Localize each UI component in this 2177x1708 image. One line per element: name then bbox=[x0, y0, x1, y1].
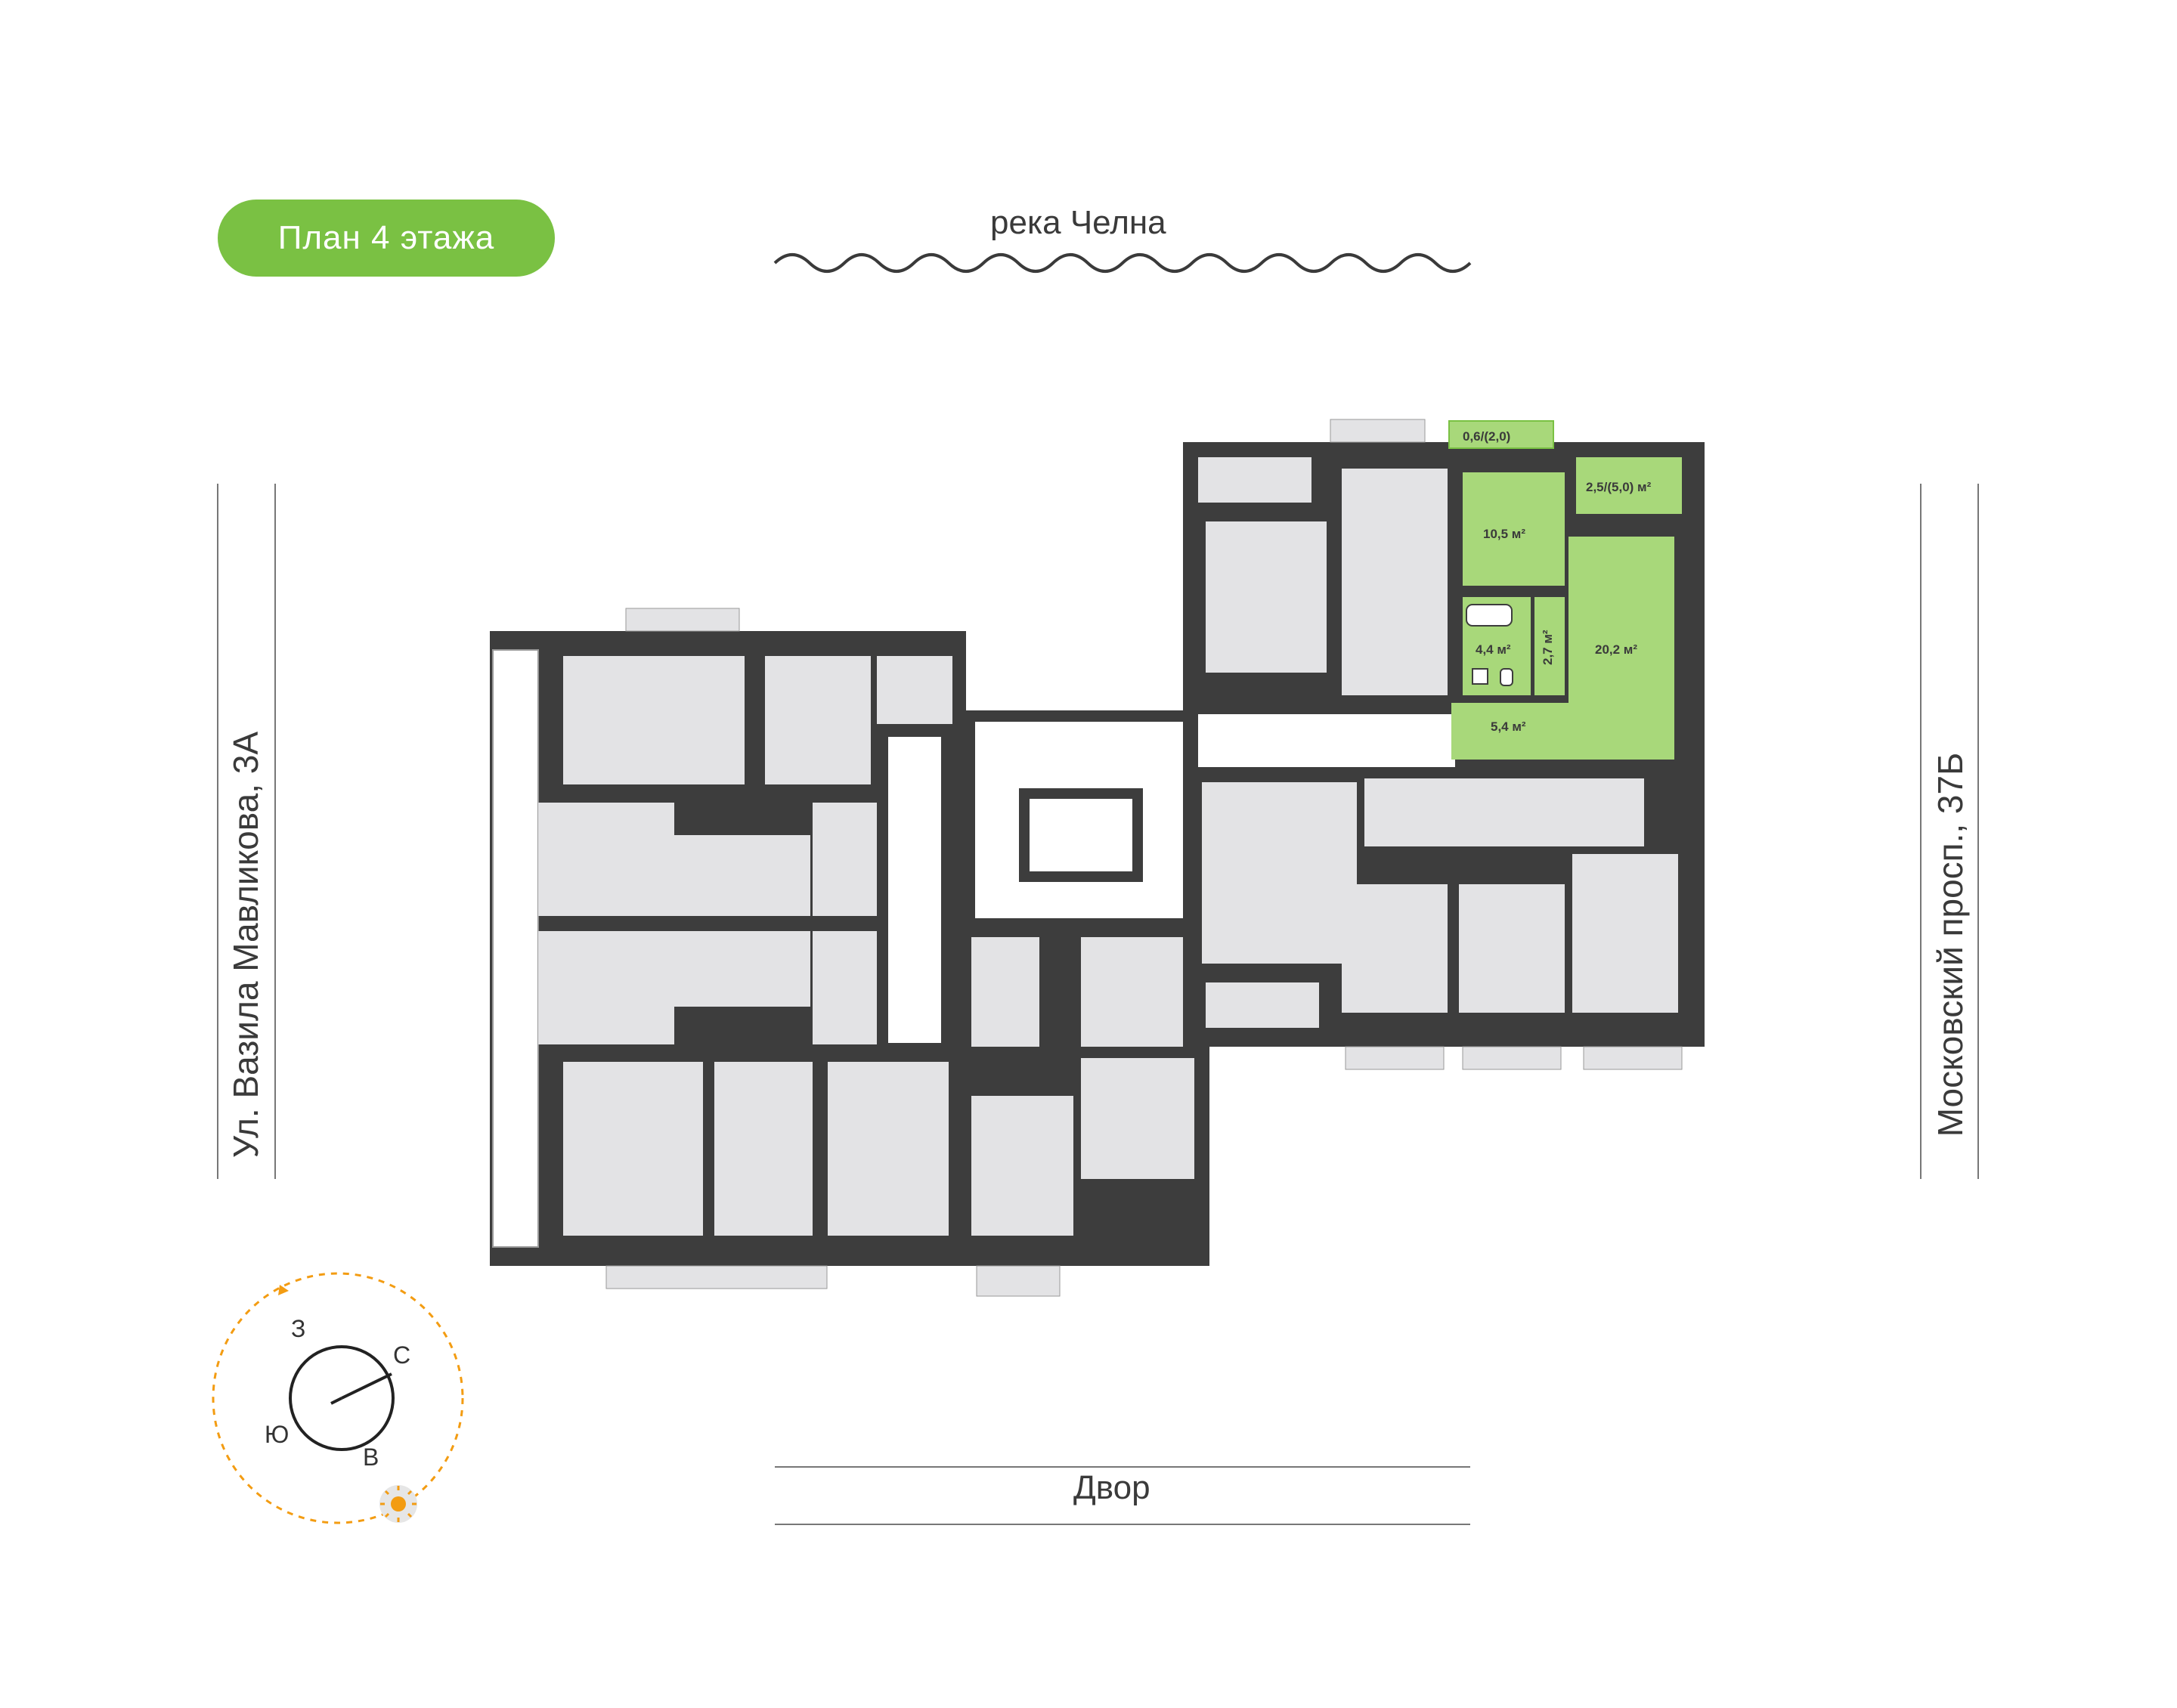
balcony bbox=[625, 608, 740, 632]
highlighted-apartment: 0,6/(2,0) 2,5/(5,0) м² 10,5 м² 4,4 м² 2,… bbox=[1448, 420, 1682, 760]
room bbox=[1081, 937, 1194, 1047]
room bbox=[971, 1096, 1073, 1236]
corridor bbox=[975, 631, 1157, 684]
room bbox=[1364, 778, 1644, 846]
sun-icon bbox=[391, 1496, 406, 1512]
river-wave bbox=[773, 253, 1472, 273]
area-room-1: 10,5 м² bbox=[1483, 527, 1525, 541]
corridor bbox=[1198, 714, 1455, 767]
apt-balcony-small bbox=[1448, 420, 1554, 449]
room bbox=[1206, 982, 1319, 1028]
area-bath: 4,4 м² bbox=[1476, 642, 1511, 657]
balcony bbox=[1583, 1046, 1683, 1070]
balcony bbox=[605, 1265, 828, 1289]
room bbox=[1342, 884, 1448, 1013]
yard-label: Двор bbox=[1073, 1469, 1150, 1506]
yard-line-top bbox=[775, 1466, 1470, 1468]
central-core bbox=[960, 631, 1209, 1297]
compass bbox=[212, 1272, 464, 1524]
room bbox=[674, 835, 810, 916]
room bbox=[1459, 884, 1565, 1013]
compass-south: Ю bbox=[265, 1421, 290, 1448]
right-street-line-1 bbox=[1920, 484, 1922, 1179]
area-balcony-small: 0,6/(2,0) bbox=[1463, 429, 1510, 444]
bathtub-icon bbox=[1466, 604, 1513, 627]
floor-title-badge: План 4 этажа bbox=[218, 200, 555, 277]
sun-rays-icon bbox=[380, 1486, 417, 1522]
apt-hall bbox=[1451, 703, 1568, 760]
river-label: река Челна bbox=[990, 204, 1166, 241]
room bbox=[538, 803, 674, 916]
left-wing bbox=[490, 608, 966, 1289]
room bbox=[538, 931, 674, 1044]
balcony bbox=[1330, 419, 1426, 443]
room bbox=[1342, 469, 1448, 695]
room bbox=[714, 1062, 813, 1236]
left-street-line-1 bbox=[217, 484, 218, 1179]
left-street-line-2 bbox=[274, 484, 276, 1179]
room bbox=[813, 803, 877, 916]
area-balcony-large: 2,5/(5,0) м² bbox=[1586, 480, 1652, 494]
sun-path-arrow-icon bbox=[278, 1285, 289, 1295]
area-hall: 5,4 м² bbox=[1491, 719, 1526, 734]
yard-line-bottom bbox=[775, 1524, 1470, 1525]
room bbox=[1081, 1058, 1194, 1179]
compass-west: З bbox=[291, 1315, 306, 1342]
room bbox=[1202, 782, 1357, 964]
compass-needle-back bbox=[330, 1397, 342, 1405]
room bbox=[828, 1062, 949, 1236]
room bbox=[674, 931, 810, 1007]
balcony bbox=[976, 1265, 1061, 1297]
sink-icon bbox=[1472, 668, 1488, 685]
room bbox=[813, 931, 877, 1044]
room bbox=[765, 656, 871, 784]
balcony bbox=[1345, 1046, 1445, 1070]
room bbox=[1572, 854, 1678, 1013]
toilet-icon bbox=[1500, 668, 1513, 686]
room bbox=[971, 937, 1039, 1047]
balcony bbox=[1462, 1046, 1562, 1070]
apt-room-1 bbox=[1463, 472, 1565, 586]
apt-room-2 bbox=[1568, 537, 1674, 760]
room bbox=[877, 656, 952, 724]
right-street-line-2 bbox=[1977, 484, 1979, 1179]
west-gallery bbox=[492, 649, 539, 1248]
room bbox=[1206, 521, 1327, 673]
apt-corridor bbox=[1534, 597, 1565, 695]
room bbox=[563, 656, 745, 784]
room bbox=[563, 1062, 703, 1236]
compass-needle bbox=[341, 1372, 392, 1400]
elevator-shaft bbox=[1019, 788, 1143, 882]
corridor bbox=[888, 737, 941, 1043]
room bbox=[1198, 457, 1311, 503]
apt-balcony-large bbox=[1576, 457, 1682, 514]
area-room-2: 20,2 м² bbox=[1595, 642, 1637, 657]
area-corridor-narrow: 2,7 м² bbox=[1541, 630, 1555, 665]
compass-circle bbox=[289, 1345, 395, 1451]
compass-north: С bbox=[393, 1341, 411, 1369]
compass-east: В bbox=[363, 1443, 379, 1471]
sun-path-circle bbox=[212, 1272, 464, 1524]
